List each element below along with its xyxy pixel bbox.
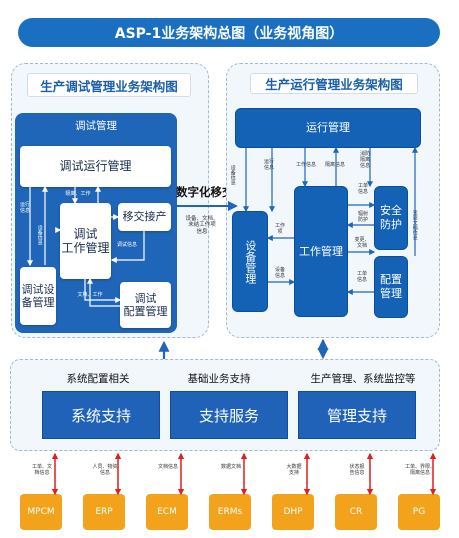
digital-handover-label: 数字化移交 bbox=[176, 185, 234, 199]
system-support[interactable]: 系统支持 bbox=[42, 391, 160, 439]
debug-mgmt-label: 调试管理 bbox=[75, 120, 117, 132]
debug-run-mgmt[interactable]: 调试运行管理 bbox=[20, 146, 171, 187]
label-radiation-protection: 辐射 防护 bbox=[357, 211, 368, 223]
system-ecm[interactable]: ECM bbox=[146, 494, 188, 530]
right-panel-title: 生产运行管理业务架构图 bbox=[250, 73, 418, 94]
label-isolation-work: 隔离、工作 bbox=[65, 191, 91, 197]
debug-work-mgmt-label: 调试 工作管理 bbox=[61, 226, 110, 255]
management-support-label: 管理支持 bbox=[326, 406, 387, 425]
support-service[interactable]: 支持服务 bbox=[170, 391, 288, 439]
system-pg-label: 工单、界限、 隔离信息 bbox=[404, 464, 435, 476]
system-erp[interactable]: ERP bbox=[83, 494, 125, 530]
system-support-label: 系统支持 bbox=[70, 406, 131, 425]
system-pg[interactable]: PG bbox=[398, 494, 440, 530]
debug-run-mgmt-label: 调试运行管理 bbox=[59, 159, 132, 174]
debug-device-mgmt[interactable]: 调试设 备管理 bbox=[20, 267, 56, 325]
system-erms[interactable]: ERMs bbox=[209, 494, 251, 530]
system-cr[interactable]: CR bbox=[335, 494, 377, 530]
label-device-info-left: 设备信息 bbox=[36, 225, 43, 245]
arrow-work-config bbox=[84, 279, 122, 303]
debug-device-mgmt-label: 调试设 备管理 bbox=[21, 282, 55, 309]
left-panel-title: 生产调试管理业务架构图 bbox=[27, 73, 191, 97]
system-dhp[interactable]: DHP bbox=[272, 494, 314, 530]
security-label: 安全 防护 bbox=[380, 204, 402, 231]
label-run-info-left: 运行 信息 bbox=[19, 202, 30, 214]
page-title: ASP-1业务架构总图（业务视角图） bbox=[18, 18, 440, 47]
label-isolation-info: 隔离信息 bbox=[324, 162, 345, 168]
system-erp-label: 人员、物资 信息 bbox=[92, 464, 118, 476]
label-device-info-right: 设备信息 bbox=[229, 165, 236, 185]
handover-items-label: 设备、文档、 未结工作项 信息 bbox=[185, 216, 219, 235]
security-box[interactable]: 安全 防护 bbox=[374, 186, 408, 250]
debug-config-mgmt-label: 调试 配置管理 bbox=[123, 291, 168, 318]
system-mpcm[interactable]: MPCM bbox=[20, 494, 62, 530]
handover-label: 移交接产 bbox=[122, 210, 167, 224]
run-mgmt-box[interactable]: 运行管理 bbox=[235, 108, 421, 148]
label-change-doc: 变更、 文档 bbox=[354, 237, 370, 249]
management-support[interactable]: 管理支持 bbox=[298, 391, 416, 439]
support-service-label: 支持服务 bbox=[198, 406, 259, 425]
page-title-text: ASP-1业务架构总图（业务视角图） bbox=[114, 25, 344, 42]
device-mgmt-box[interactable]: 设备管理 bbox=[232, 211, 268, 312]
category-production: 生产管理、系统监控等 bbox=[310, 372, 416, 385]
label-device-info-2: 设备 信息 bbox=[274, 267, 285, 279]
system-cr-label: 状态报 告信息 bbox=[349, 464, 365, 476]
handover-box[interactable]: 移交接产 bbox=[118, 203, 171, 231]
system-ecm-label: 文档信息 bbox=[157, 464, 178, 470]
label-fire-isolation: 消防 隔离 信息 bbox=[359, 151, 370, 169]
system-dhp-label: 大数据 支持 bbox=[286, 464, 302, 476]
label-test-info: 调试信息 bbox=[116, 242, 137, 248]
label-work-item: 工作 项 bbox=[274, 223, 285, 235]
system-mpcm-label: 工单、文 档信息 bbox=[31, 464, 52, 476]
label-work-info: 工作信息 bbox=[295, 162, 316, 168]
arrow-config-work bbox=[87, 277, 120, 307]
device-mgmt-label: 设备管理 bbox=[243, 239, 257, 284]
run-mgmt-label: 运行管理 bbox=[306, 121, 350, 135]
debug-work-mgmt[interactable]: 调试 工作管理 bbox=[60, 203, 111, 279]
config-mgmt-box[interactable]: 配置 管理 bbox=[374, 256, 408, 318]
right-panel-title-text: 生产运行管理业务架构图 bbox=[265, 77, 403, 92]
label-work-order-info-2: 工单 信息 bbox=[356, 271, 367, 283]
left-panel-title-text: 生产调试管理业务架构图 bbox=[40, 78, 178, 94]
debug-config-mgmt[interactable]: 调试 配置管理 bbox=[120, 282, 171, 328]
system-erms-label: 数据文档 bbox=[220, 464, 241, 470]
work-mgmt-box[interactable]: 工作管理 bbox=[294, 186, 348, 317]
label-run-info-right: 运行 信息 bbox=[263, 159, 274, 171]
arrow-handover-work bbox=[110, 231, 145, 263]
category-system-config: 系统配置相关 bbox=[66, 372, 130, 385]
config-mgmt-label: 配置 管理 bbox=[380, 273, 402, 300]
category-basic-support: 基础业务支持 bbox=[187, 372, 251, 385]
work-mgmt-label: 工作管理 bbox=[299, 244, 343, 258]
label-work-order-info: 工单 信息 bbox=[357, 183, 368, 195]
